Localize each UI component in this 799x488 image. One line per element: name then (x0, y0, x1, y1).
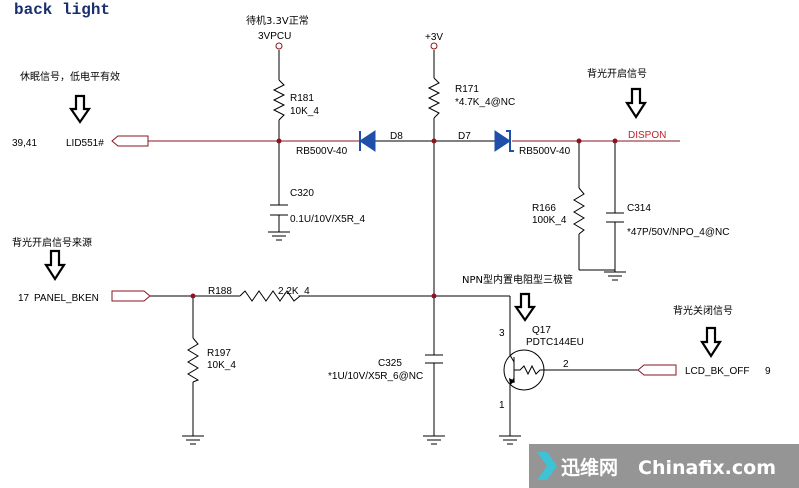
r181-symbol (272, 79, 286, 121)
panel-net-label: PANEL_BKEN (34, 293, 99, 304)
ground-icon (499, 435, 521, 445)
d8-ref: D8 (390, 131, 403, 142)
c325-value: *1U/10V/X5R_6@NC (328, 371, 423, 382)
c314-ref: C314 (627, 203, 651, 214)
panel-connector-icon (111, 290, 151, 302)
standby-annotation: 待机3.3V正常 (246, 14, 309, 27)
r171-symbol (427, 77, 441, 119)
r188-value: 2.2K_4 (278, 286, 310, 297)
c314-symbol (606, 212, 624, 223)
lid-net-label: LID551# (66, 138, 104, 149)
r166-ref: R166 (532, 203, 556, 214)
q17-ref: Q17 (532, 325, 551, 336)
arrow-down-icon (624, 87, 648, 120)
r171-value: *4.7K_4@NC (455, 97, 515, 108)
r181-ref: R181 (290, 93, 314, 104)
c325-ref: C325 (378, 358, 402, 369)
c320-symbol (270, 204, 288, 216)
q17-pin1: 1 (499, 400, 505, 411)
r197-symbol (187, 337, 200, 383)
vpcu-terminal-icon (275, 42, 283, 50)
ground-icon (268, 231, 290, 241)
r166-symbol (573, 187, 585, 235)
q17-pin2: 2 (563, 359, 569, 370)
q17-value: PDTC144EU (526, 337, 584, 348)
d7-ref: D7 (458, 131, 471, 142)
r188-symbol (239, 290, 301, 302)
q17-symbol (503, 349, 548, 391)
d8-value: RB500V-40 (296, 146, 348, 157)
plus3v-net-label: +3V (425, 32, 443, 43)
q17-pin3: 3 (499, 328, 505, 339)
c320-value: 0.1U/10V/X5R_4 (290, 214, 365, 225)
r197-value: 10K_4 (207, 360, 236, 371)
chevron-logo-icon (537, 452, 557, 480)
arrow-down-icon (513, 292, 537, 322)
r197-ref: R197 (207, 348, 231, 359)
npn-annotation: NPN型内置电阻型三极管 (462, 273, 573, 286)
r181-value: 10K_4 (290, 106, 319, 117)
ground-symbols (182, 231, 626, 445)
r166-value: 100K_4 (532, 215, 567, 226)
ground-icon (423, 435, 445, 445)
arrow-down-icon (699, 326, 723, 359)
d7-value: RB500V-40 (519, 146, 571, 157)
c320-ref: C320 (290, 188, 314, 199)
bl-source-annotation: 背光开启信号来源 (12, 236, 92, 249)
c314-value: *47P/50V/NPO_4@NC (627, 227, 729, 238)
sleep-signal-annotation: 休眠信号，低电平有效 (20, 70, 120, 83)
c325-symbol (425, 354, 443, 364)
ground-icon (182, 435, 204, 445)
watermark: 迅维网 Chinafix.com (529, 444, 799, 488)
r188-ref: R188 (208, 286, 232, 297)
r171-ref: R171 (455, 84, 479, 95)
lid-connector-icon (111, 135, 149, 147)
arrow-down-icon (43, 249, 67, 282)
watermark-en: Chinafix.com (638, 457, 776, 479)
watermark-cn: 迅维网 (561, 456, 618, 479)
d8-symbol (359, 130, 376, 152)
junction-dots (190, 138, 618, 299)
lcd-connector-icon (637, 364, 677, 376)
d7-symbol (494, 130, 514, 152)
wiring (148, 50, 680, 436)
diagram-title: back light (14, 1, 110, 19)
dispon-net-label: DISPON (628, 130, 666, 141)
panel-pin-label: 17 (18, 293, 30, 304)
bl-off-annotation: 背光关闭信号 (673, 304, 733, 317)
lid-pin-label: 39,41 (12, 138, 37, 149)
lcd-pin-label: 9 (765, 366, 771, 377)
plus3v-terminal-icon (430, 42, 438, 50)
vpcu-net-label: 3VPCU (258, 31, 291, 42)
arrow-down-icon (68, 94, 92, 124)
bl-enable-annotation: 背光开启信号 (587, 67, 647, 80)
ground-icon (604, 271, 626, 281)
lcd-net-label: LCD_BK_OFF (685, 366, 749, 377)
